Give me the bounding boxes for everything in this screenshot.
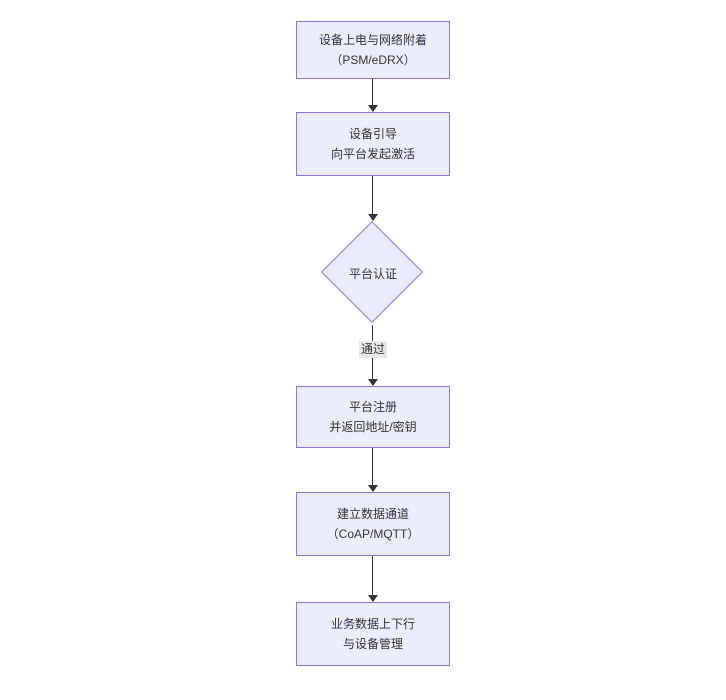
node-register-line2: 并返回地址/密钥 xyxy=(329,420,417,434)
arrowhead-channel-to-business xyxy=(368,595,378,602)
node-platform-auth: 平台认证 xyxy=(321,221,425,325)
node-bootstrap: 设备引导 向平台发起激活 xyxy=(296,112,450,176)
node-business-line1: 业务数据上下行 xyxy=(330,617,415,631)
node-power-attach-line2: （PSM/eDRX） xyxy=(330,53,416,67)
node-register: 平台注册 并返回地址/密钥 xyxy=(296,386,450,448)
node-business-line2: 与设备管理 xyxy=(342,637,403,651)
node-data-channel-line2: （CoAP/MQTT） xyxy=(326,527,420,541)
arrowhead-power-to-bootstrap xyxy=(368,105,378,112)
edge-channel-to-business xyxy=(372,556,373,595)
node-power-attach-line1: 设备上电与网络附着 xyxy=(318,33,427,47)
node-bootstrap-line1: 设备引导 xyxy=(348,127,397,141)
node-register-line1: 平台注册 xyxy=(348,400,397,414)
node-data-channel: 建立数据通道 （CoAP/MQTT） xyxy=(296,492,450,556)
arrowhead-bootstrap-to-auth xyxy=(368,214,378,221)
arrowhead-auth-to-register xyxy=(368,379,378,386)
node-business: 业务数据上下行 与设备管理 xyxy=(296,602,450,666)
node-bootstrap-line2: 向平台发起激活 xyxy=(330,147,415,161)
node-platform-auth-label: 平台认证 xyxy=(348,266,397,281)
node-power-attach: 设备上电与网络附着 （PSM/eDRX） xyxy=(296,21,450,79)
edge-register-to-channel xyxy=(372,448,373,485)
node-data-channel-line1: 建立数据通道 xyxy=(336,507,409,521)
arrowhead-register-to-channel xyxy=(368,485,378,492)
edge-power-to-bootstrap xyxy=(372,79,373,105)
edge-bootstrap-to-auth xyxy=(372,176,373,214)
edge-label-pass: 通过 xyxy=(358,341,388,358)
